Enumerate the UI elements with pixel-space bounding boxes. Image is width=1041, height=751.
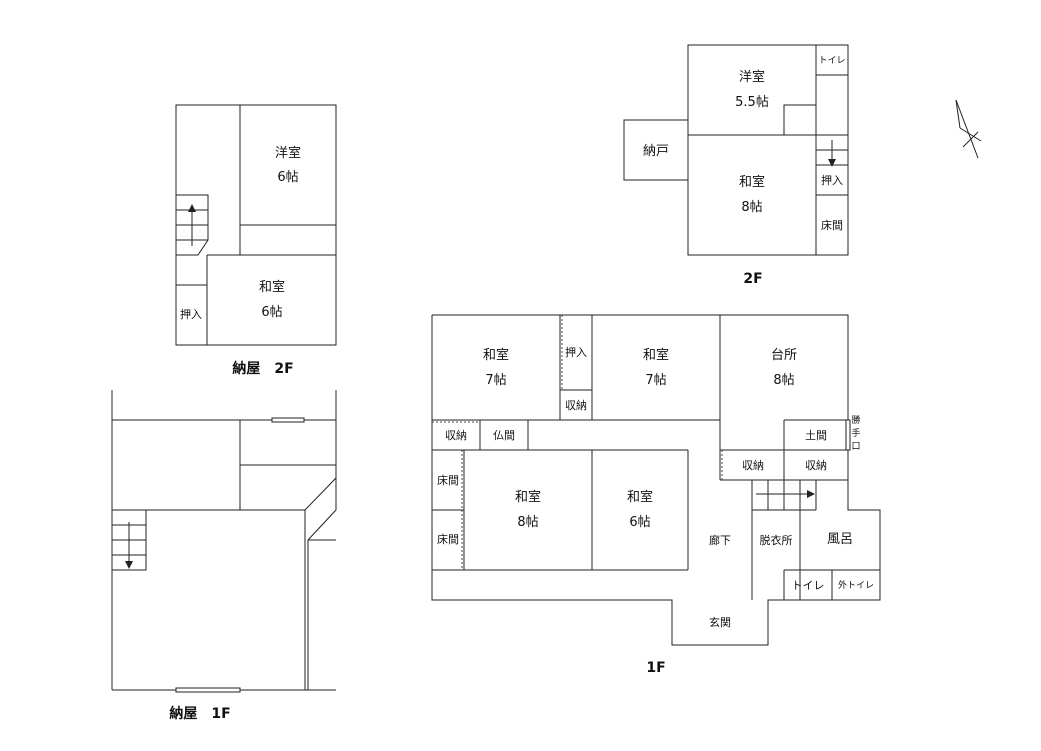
- main-1f-doma-label: 土間: [805, 429, 827, 442]
- main-1f-shuno-a-label: 収納: [565, 399, 587, 412]
- main-2f-washitsu-label: 和室: [739, 174, 765, 190]
- main-1f-washitsu-b-size: 7帖: [645, 373, 666, 388]
- main-1f-washitsu-b-label: 和室: [643, 347, 669, 363]
- annex-2f-washitsu-label: 和室: [259, 279, 285, 295]
- main-1f-stair-arrow: [756, 490, 815, 498]
- main-1f-washitsu-c-size: 8帖: [517, 515, 538, 530]
- main-1f-katteguchi-label-2: 手: [851, 427, 860, 439]
- main-1f-shuno-c-label: 収納: [742, 459, 764, 472]
- main-1f-daidokoro-size: 8帖: [773, 373, 794, 388]
- main-1f-shuno-d-label: 収納: [805, 459, 827, 472]
- main-1f-katteguchi-label-3: 口: [851, 442, 860, 452]
- main-2f-nando-label: 納戸: [643, 144, 669, 159]
- annex-2f-plan: [175, 104, 337, 346]
- main-1f-title: 1F: [646, 660, 665, 676]
- main-1f-washitsu-a-size: 7帖: [485, 373, 506, 388]
- main-1f-soto-toilet-label: 外トイレ: [838, 579, 874, 591]
- main-2f-yoshitsu-label: 洋室: [739, 69, 765, 85]
- annex-1f-plan: [111, 390, 337, 693]
- main-2f-title: 2F: [743, 271, 762, 287]
- main-1f-plan: [431, 314, 881, 646]
- annex-1f-stair-arrow: [125, 522, 133, 569]
- annex-2f-oshiire-label: 押入: [180, 307, 202, 321]
- main-2f-toilet-label: トイレ: [818, 56, 845, 66]
- annex-2f-yoshitsu-label: 洋室: [275, 145, 301, 161]
- main-1f-dotted-partitions: [432, 315, 723, 570]
- main-1f-toilet-label: トイレ: [792, 579, 825, 592]
- north-arrow-icon: [955, 99, 982, 159]
- main-2f-oshiire-label: 押入: [821, 173, 843, 187]
- annex-1f-title: 納屋 1F: [169, 705, 230, 722]
- main-1f-oshiire-label: 押入: [565, 345, 587, 359]
- main-2f-washitsu-size: 8帖: [741, 200, 762, 215]
- main-2f-tokonoma-label: 床間: [821, 218, 843, 232]
- main-1f-roka-label: 廊下: [709, 533, 731, 547]
- main-1f-butsuma-label: 仏間: [493, 429, 515, 442]
- main-1f-datsuijo-label: 脱衣所: [760, 533, 793, 547]
- annex-2f-washitsu-size: 6帖: [261, 305, 282, 320]
- main-1f-washitsu-d-size: 6帖: [629, 515, 650, 530]
- annex-2f-title: 納屋 2F: [232, 360, 293, 377]
- main-1f-shuno-b-label: 収納: [445, 429, 467, 442]
- main-2f-yoshitsu-size: 5.5帖: [735, 95, 769, 110]
- main-1f-washitsu-a-label: 和室: [483, 347, 509, 363]
- annex-2f-yoshitsu-size: 6帖: [277, 170, 298, 185]
- main-2f-plan: [623, 44, 849, 256]
- main-1f-furo-label: 風呂: [827, 532, 853, 547]
- main-1f-tokonoma-a-label: 床間: [437, 473, 459, 487]
- main-1f-katteguchi-label-1: 勝: [851, 414, 860, 426]
- main-2f-stair-arrow: [828, 140, 836, 167]
- main-1f-washitsu-c-label: 和室: [515, 489, 541, 505]
- main-1f-genkan-label: 玄関: [709, 615, 731, 629]
- annex-2f-stair-arrow: [188, 204, 196, 246]
- main-1f-daidokoro-label: 台所: [771, 348, 797, 363]
- main-1f-washitsu-d-label: 和室: [627, 489, 653, 505]
- main-1f-tokonoma-b-label: 床間: [437, 532, 459, 546]
